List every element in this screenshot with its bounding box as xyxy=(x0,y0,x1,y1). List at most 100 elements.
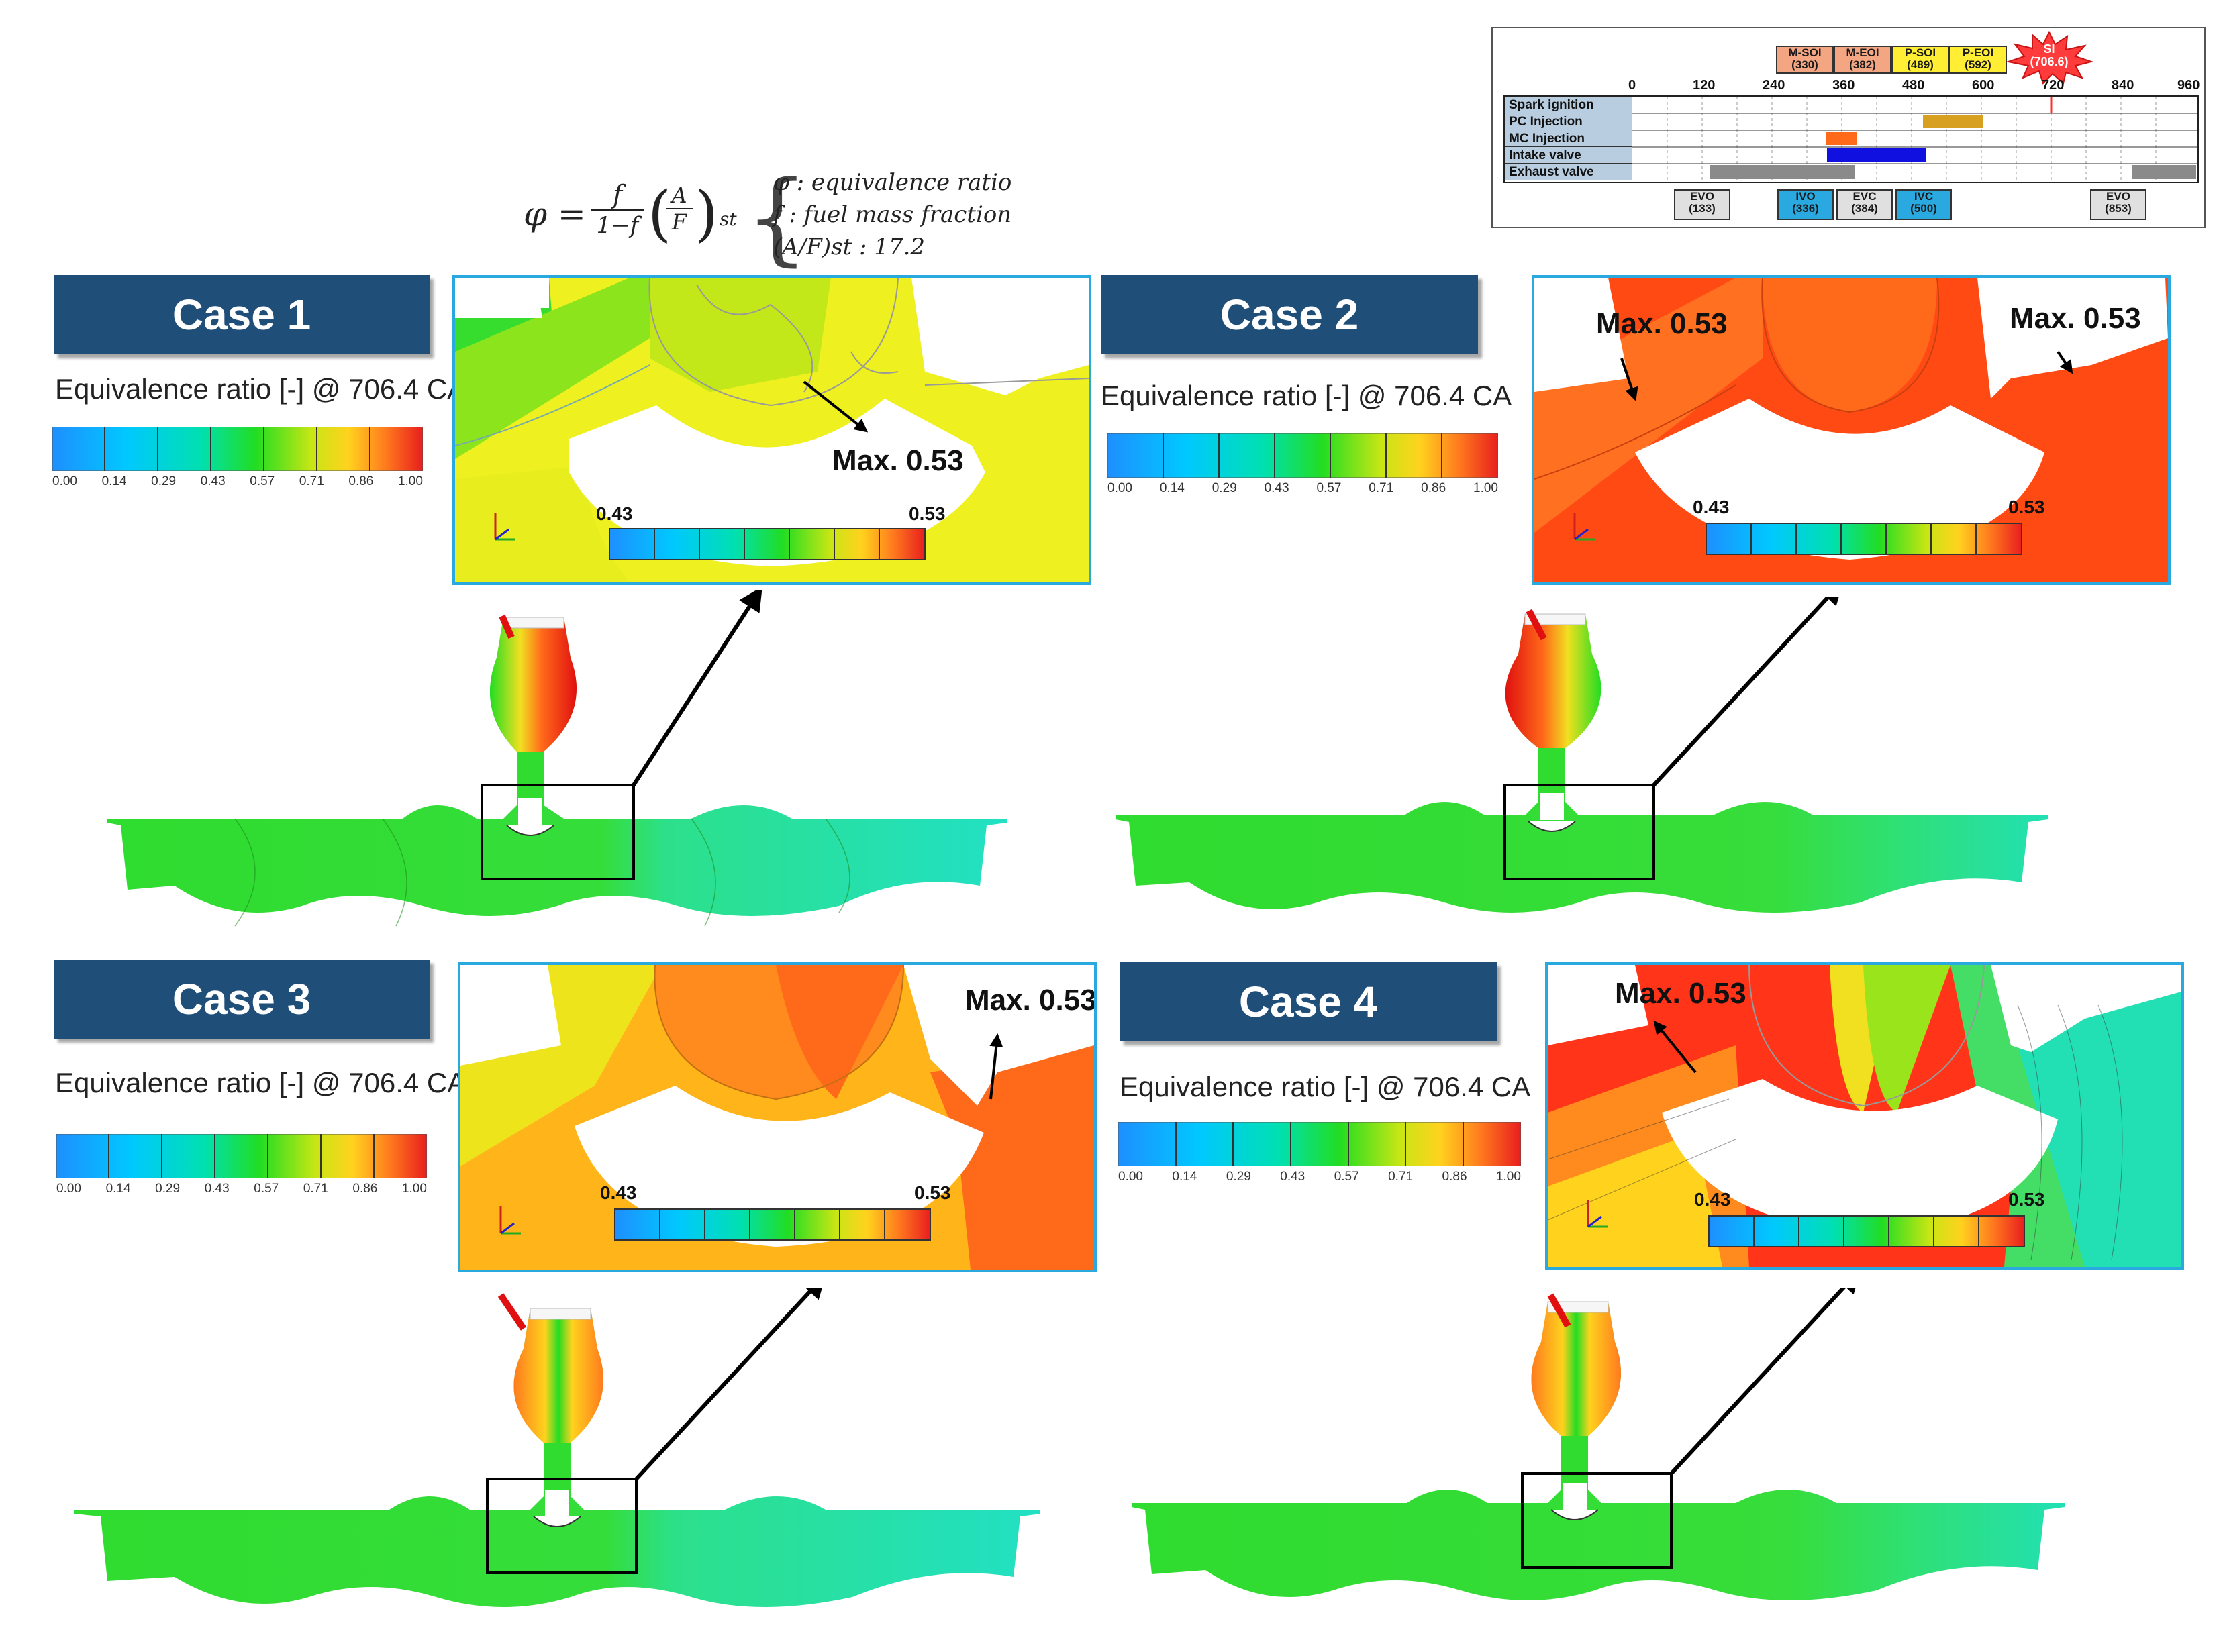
formula-rparen: ) xyxy=(695,178,719,249)
case-1-detail-max: 0.53 xyxy=(909,503,946,524)
cbar-tick: 0.14 xyxy=(101,474,127,488)
case-4-cross-section xyxy=(1125,1288,2078,1637)
case-3-detail-view: 0.43 0.53 Max. 0.53 xyxy=(458,962,1097,1272)
timing-tick: 960 xyxy=(2177,78,2200,93)
timing-bars xyxy=(1632,97,2197,182)
m-soi-value: (330) xyxy=(1791,58,1818,71)
timing-tick: 360 xyxy=(1832,78,1855,93)
cbar-tick: 1.00 xyxy=(1473,481,1498,495)
p-soi-value: (489) xyxy=(1907,58,1934,71)
case-3-max-label: Max. 0.53 xyxy=(965,984,1097,1017)
spark-ignition-burst-icon xyxy=(2006,31,2093,85)
cbar-tick: 0.43 xyxy=(204,1182,230,1196)
cbar-tick: 0.86 xyxy=(1421,481,1446,495)
case-1-detail-contour xyxy=(455,278,1089,582)
cbar-tick: 0.86 xyxy=(1442,1170,1467,1184)
cbar-tick: 0.71 xyxy=(299,474,324,488)
ivc-label: IVC xyxy=(1914,190,1934,203)
case-2-section-drawing xyxy=(1116,597,2048,913)
case-3-subtitle: Equivalence ratio [-] @ 706.4 CA xyxy=(55,1067,466,1098)
si-label: SI xyxy=(2043,42,2055,56)
case-4-section-drawing xyxy=(1132,1288,2065,1600)
row-label-spark: Spark ignition xyxy=(1505,97,1632,113)
timing-grid: Spark ignition PC Injection MC Injection… xyxy=(1503,95,2199,183)
case-2-axis-triad-icon xyxy=(1573,513,1595,541)
case-2-zoom-box xyxy=(1503,784,1655,880)
p-soi-box: P-SOI (489) xyxy=(1891,46,1949,74)
evo-label: EVO xyxy=(2106,190,2130,203)
case-2-max-label-right: Max. 0.53 xyxy=(2010,302,2141,335)
cbar-tick: 0.29 xyxy=(1212,481,1237,495)
formula-def-2: f : fuel mass fraction xyxy=(773,201,1012,228)
formula: φ = f 1−f ( A F ) st { φ : equivalence r… xyxy=(524,160,1011,276)
si-label-block: SI (706.6) xyxy=(2006,43,2093,68)
evo-label: EVO xyxy=(1690,190,1714,203)
case-2-max-arrow-left xyxy=(1620,358,1638,401)
m-soi-box: M-SOI (330) xyxy=(1776,46,1834,74)
formula-frac-den: 1−f xyxy=(596,212,639,239)
cbar-tick: 0.71 xyxy=(1388,1170,1414,1184)
case-2-max-label-left: Max. 0.53 xyxy=(1596,307,1728,340)
formula-def-1: φ : equivalence ratio xyxy=(773,169,1012,196)
case-2-cross-section xyxy=(1109,597,2048,946)
case-1-colorbar-gradient xyxy=(52,426,424,472)
formula-frac-num: f xyxy=(591,180,644,211)
case-4-injector-icon xyxy=(1547,1293,1571,1328)
case-1-subtitle: Equivalence ratio [-] @ 706.4 CA xyxy=(55,373,466,405)
cbar-tick: 0.86 xyxy=(348,474,374,488)
cbar-tick: 0.00 xyxy=(56,1182,81,1196)
case-3-colorbar-gradient xyxy=(56,1133,428,1179)
m-soi-label: M-SOI xyxy=(1788,46,1822,59)
case-4-detail-max: 0.53 xyxy=(2008,1189,2045,1210)
case-4-zoom-arrow xyxy=(1669,1288,1861,1476)
case-3-max-arrow xyxy=(989,1033,1003,1100)
case-2-detail-view: 0.43 0.53 Max. 0.53 Max. 0.53 xyxy=(1532,275,2171,585)
timing-tick: 840 xyxy=(2112,78,2134,93)
case-2-detail-max: 0.53 xyxy=(2008,497,2045,517)
cbar-tick: 0.14 xyxy=(105,1182,131,1196)
case-2-title: Case 2 xyxy=(1101,275,1478,354)
formula-lparen: ( xyxy=(648,178,672,249)
timing-tick: 0 xyxy=(1628,78,1636,93)
case-2-injector-icon xyxy=(1526,609,1547,641)
cbar-tick: 0.29 xyxy=(155,1182,181,1196)
row-label-intake-valve: Intake valve xyxy=(1505,147,1632,164)
cbar-tick: 0.71 xyxy=(303,1182,328,1196)
row-label-mc-injection: MC Injection xyxy=(1505,130,1632,147)
case-3-cross-section xyxy=(67,1288,1047,1637)
valve-timing-chart: M-SOI (330) M-EOI (382) P-SOI (489) P-EO… xyxy=(1491,27,2206,228)
formula-paren-num: A xyxy=(666,183,693,209)
ivc-box: IVC (500) xyxy=(1895,189,1952,220)
case-1-zoom-arrow xyxy=(632,590,762,786)
case-4-colorbar-gradient xyxy=(1118,1121,1522,1167)
timing-tick: 120 xyxy=(1693,78,1716,93)
cbar-tick: 1.00 xyxy=(401,1182,427,1196)
case-2-detail-contour xyxy=(1534,278,2168,582)
timing-tick: 600 xyxy=(1972,78,1995,93)
evc-label: EVC xyxy=(1852,190,1877,203)
m-eoi-box: M-EOI (382) xyxy=(1834,46,1891,74)
cbar-tick: 1.00 xyxy=(1495,1170,1521,1184)
row-label-exhaust-valve: Exhaust valve xyxy=(1505,164,1632,180)
ivo-label: IVO xyxy=(1795,190,1816,203)
cbar-tick: 0.00 xyxy=(52,474,77,488)
case-2-colorbar-gradient xyxy=(1107,433,1499,478)
case-3-section-drawing xyxy=(74,1288,1040,1607)
case-1-axis-triad-icon xyxy=(494,513,515,541)
evo-value: (133) xyxy=(1689,202,1716,215)
case-4-title: Case 4 xyxy=(1120,962,1497,1041)
p-eoi-label: P-EOI xyxy=(1962,46,1994,59)
formula-lhs: φ = xyxy=(524,195,586,234)
case-1-detail-min: 0.43 xyxy=(596,503,633,524)
evo-value: (853) xyxy=(2105,202,2132,215)
timing-tick: 480 xyxy=(1902,78,1925,93)
si-value: (706.6) xyxy=(2030,55,2069,68)
case-3-title: Case 3 xyxy=(54,960,430,1039)
m-eoi-label: M-EOI xyxy=(1846,46,1879,59)
formula-brace: { xyxy=(745,160,809,276)
evo-133-box: EVO (133) xyxy=(1674,189,1730,220)
